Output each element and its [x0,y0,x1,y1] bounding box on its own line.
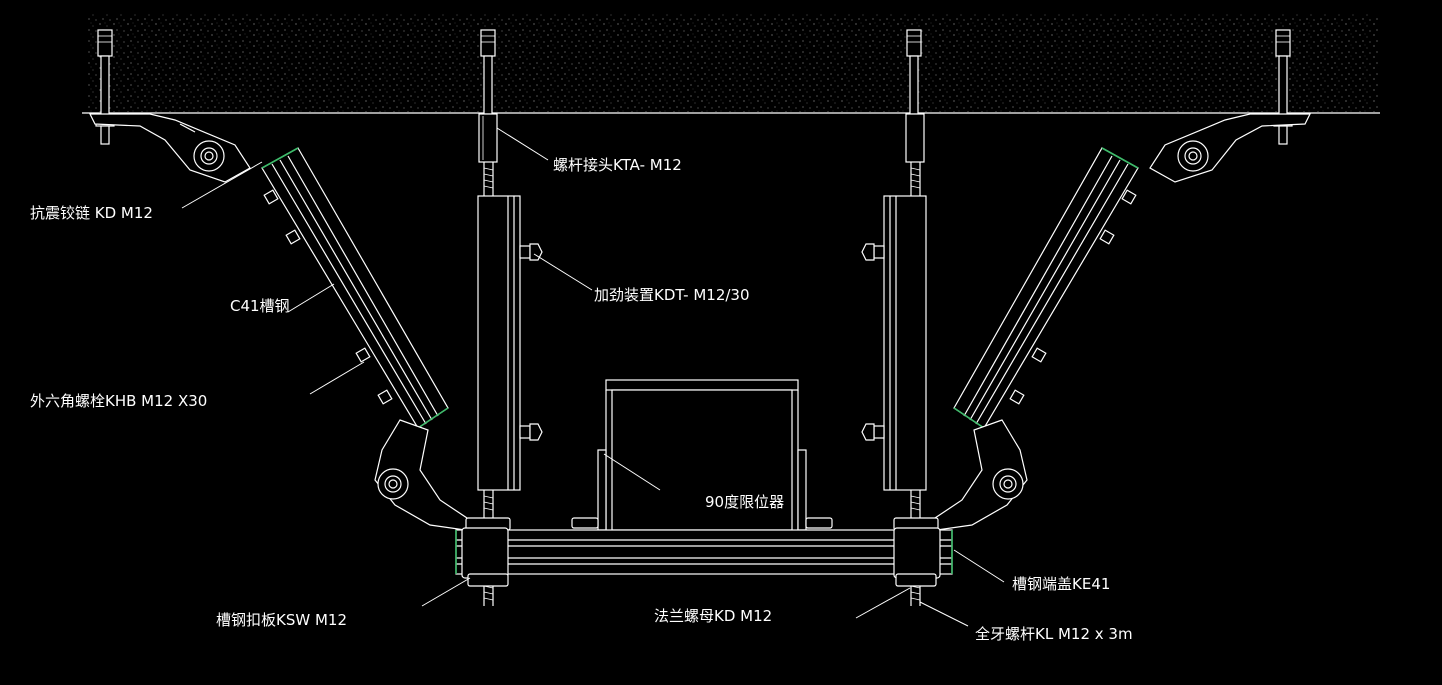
label-flange-nut: 法兰螺母KD M12 [654,607,772,625]
hinge-top-left [89,113,251,183]
label-kl-threaded-rod: 全牙螺杆KL M12 x 3m [975,625,1133,643]
hinge-bottom-right [931,419,1028,531]
hinge-top-right [1149,113,1311,183]
leader-lines [181,127,1005,627]
label-c41-channel: C41槽钢 [230,297,290,315]
label-ke41-endcap: 槽钢端盖KE41 [1012,575,1110,593]
bolt-head-lower-left [519,423,543,441]
bolt-head-upper-right [861,243,885,261]
c41-channel-horizontal [455,527,953,579]
c41-channel-right [953,147,1139,429]
label-khb-bolt: 外六角螺栓KHB M12 X30 [30,392,207,410]
label-seismic-hinge: 抗震铰链 KD M12 [30,204,153,222]
stiffener-left [477,195,543,491]
label-ksw-clamp: 槽钢扣板KSW M12 [216,611,347,629]
labels: 螺杆接头KTA- M12 抗震铰链 KD M12 加劲装置KDT- M12/30… [30,156,1133,643]
label-kta-coupler: 螺杆接头KTA- M12 [553,156,682,174]
concrete-slab [82,14,1380,114]
nuts-bottom [467,573,937,587]
bolt-head-lower-right [861,423,885,441]
hinge-bottom-left [374,419,471,531]
limiter-90 [597,379,807,531]
bolt-head-upper-left [519,243,543,261]
stiffener-right [861,195,927,491]
label-90-limiter: 90度限位器 [705,493,784,511]
threaded-rod-left [478,113,498,606]
label-kdt-stiffener: 加劲装置KDT- M12/30 [594,286,750,304]
c41-channel-left [261,147,449,429]
